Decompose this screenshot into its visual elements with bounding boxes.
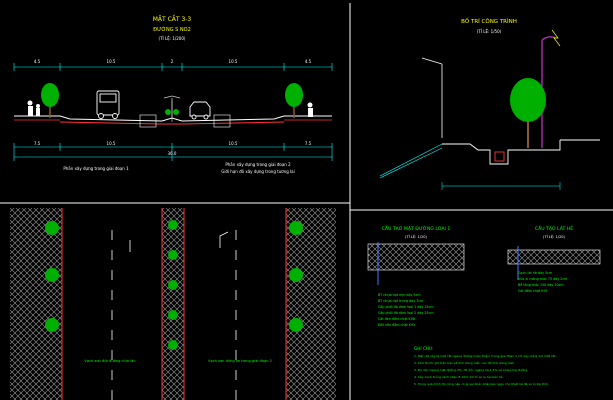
curb-and-drain [442, 139, 600, 165]
dim-mid-1: 7.5 [34, 141, 41, 146]
plan-tree-icon [45, 220, 303, 350]
dim-top-3: 2 [171, 59, 174, 64]
section-title: MẶT CẮT 3-3 [153, 15, 192, 23]
pavement-layer-1: BT nhựa hạt mịn dày 5cm [378, 293, 421, 297]
plan-arrow-icon [129, 231, 229, 252]
plan-note-right: Vạch sơn dừng xe trong giai đoạn 2 [208, 359, 272, 363]
section-note-left: Phần xây dựng trong giai đoạn 1 [63, 166, 129, 171]
lightning-icon [551, 29, 561, 47]
tree-icon [41, 83, 59, 118]
section-note-right-2: Giới hạn đỏ xây dựng trong tương lai [221, 169, 294, 174]
dim-mid-2: 10.5 [107, 141, 116, 146]
sidewalk-title: CẤU TẠO LÁT HÈ [535, 224, 573, 232]
note-line-3: 3. Độ dốc ngang mặt đường 2%, độ dốc nga… [414, 368, 528, 372]
note-line-1: 1. Mặt cắt này là mặt cắt ngang đường ho… [414, 353, 557, 358]
sidewalk-layer-3: Bê tông mác 150 dày 10cm [518, 283, 564, 287]
stair-slope [379, 143, 443, 179]
car-icon [189, 101, 211, 120]
sidewalk-left [10, 208, 62, 400]
plan-view: Vạch sơn đứt đường chia làn Vạch sơn dừn… [10, 208, 336, 400]
notes-heading: GHI CHÚ: [414, 346, 434, 351]
road-edges [61, 208, 287, 400]
dim-top-1: 4.5 [34, 59, 41, 64]
sidewalk-layer-4: Cát đầm chặt K95 [518, 289, 548, 293]
sidewalk-layer-1: Gạch lát hè dày 5cm [518, 271, 552, 275]
pavement-layer-4: Cấp phối đá dăm loại 2 dày 25cm [378, 311, 434, 315]
lane-markings [111, 230, 237, 400]
pavement-layers-block [367, 243, 465, 271]
dim-top-2: 10.5 [107, 59, 116, 64]
pavement-detail: CẤU TẠO MẶT ĐƯỜNG LOẠI 1 (TỈ LỆ: 1/20) B… [367, 224, 465, 327]
top-dimension-line [13, 63, 333, 71]
pedestrian-icon [307, 102, 313, 117]
note-line-2: 2. Kích thước ghi trên bản vẽ tính bằng … [414, 360, 515, 365]
note-line-5: 5. Trong quá trình thi công nếu có gì sa… [414, 381, 549, 386]
dim-mid-3: 10.5 [229, 141, 238, 146]
pavement-title: CẤU TẠO MẶT ĐƯỜNG LOẠI 1 [382, 224, 451, 232]
layout-title: BỐ TRÍ CÔNG TRÌNH [461, 17, 517, 25]
note-line-4: 4. Cây xanh trồng cách nhau 8-10m, bố tr… [414, 375, 504, 379]
sidewalk-right [286, 208, 336, 400]
truck-icon [96, 90, 120, 119]
sidewalk-layers-block [507, 249, 601, 265]
sidewalk-detail: CẤU TẠO LÁT HÈ (TỈ LỆ: 1/20) Gạch lát hè… [507, 224, 601, 293]
street-light-icon [163, 95, 181, 118]
pavement-layer-3: Cấp phối đá dăm loại 1 dày 15cm [378, 305, 434, 309]
pavement-layer-2: BT nhựa hạt trung dày 7cm [378, 299, 423, 303]
dim-mid-4: 7.5 [305, 141, 312, 146]
leader-pole [421, 57, 443, 138]
layout-view: BỐ TRÍ CÔNG TRÌNH (TỈ LỆ: 1/50) [379, 17, 600, 190]
plan-note-left: Vạch sơn đứt đường chia làn [84, 359, 135, 363]
layout-scale: (TỈ LỆ: 1/50) [477, 29, 502, 34]
median-strip [162, 208, 184, 400]
cross-section-view: MẶT CẮT 3-3 ĐƯỜNG S NO2 (TỈ LỆ: 1/200) 4… [13, 15, 333, 174]
bottom-dimension-lines [13, 143, 333, 161]
dim-total: 36.0 [168, 151, 177, 156]
section-scale: (TỈ LỆ: 1/200) [159, 36, 186, 41]
tree-icon [285, 83, 303, 118]
pedestrian-icon [27, 100, 40, 116]
pavement-scale: (TỈ LỆ: 1/20) [405, 234, 427, 239]
median-shrub-icon [165, 109, 179, 115]
layout-tree-icon [510, 78, 546, 148]
dim-top-4: 10.5 [229, 59, 238, 64]
section-note-right: Phần xây dựng trong giai đoạn 2 [225, 162, 291, 167]
layout-dimension-line [441, 182, 561, 190]
sheet-frames [0, 3, 613, 400]
dim-top-5: 4.5 [305, 59, 312, 64]
sidewalk-scale: (TỈ LỆ: 1/20) [543, 234, 565, 239]
sidewalk-layer-2: Vữa xi măng mác 75 dày 2cm [518, 277, 567, 281]
pavement-layer-6: Đất nền đầm chặt K95 [378, 323, 415, 327]
pavement-layer-5: Cát đen đầm chặt K98 [378, 317, 415, 321]
general-notes: GHI CHÚ: 1. Mặt cắt này là mặt cắt ngang… [414, 346, 557, 386]
section-subtitle: ĐƯỜNG S NO2 [153, 26, 191, 33]
